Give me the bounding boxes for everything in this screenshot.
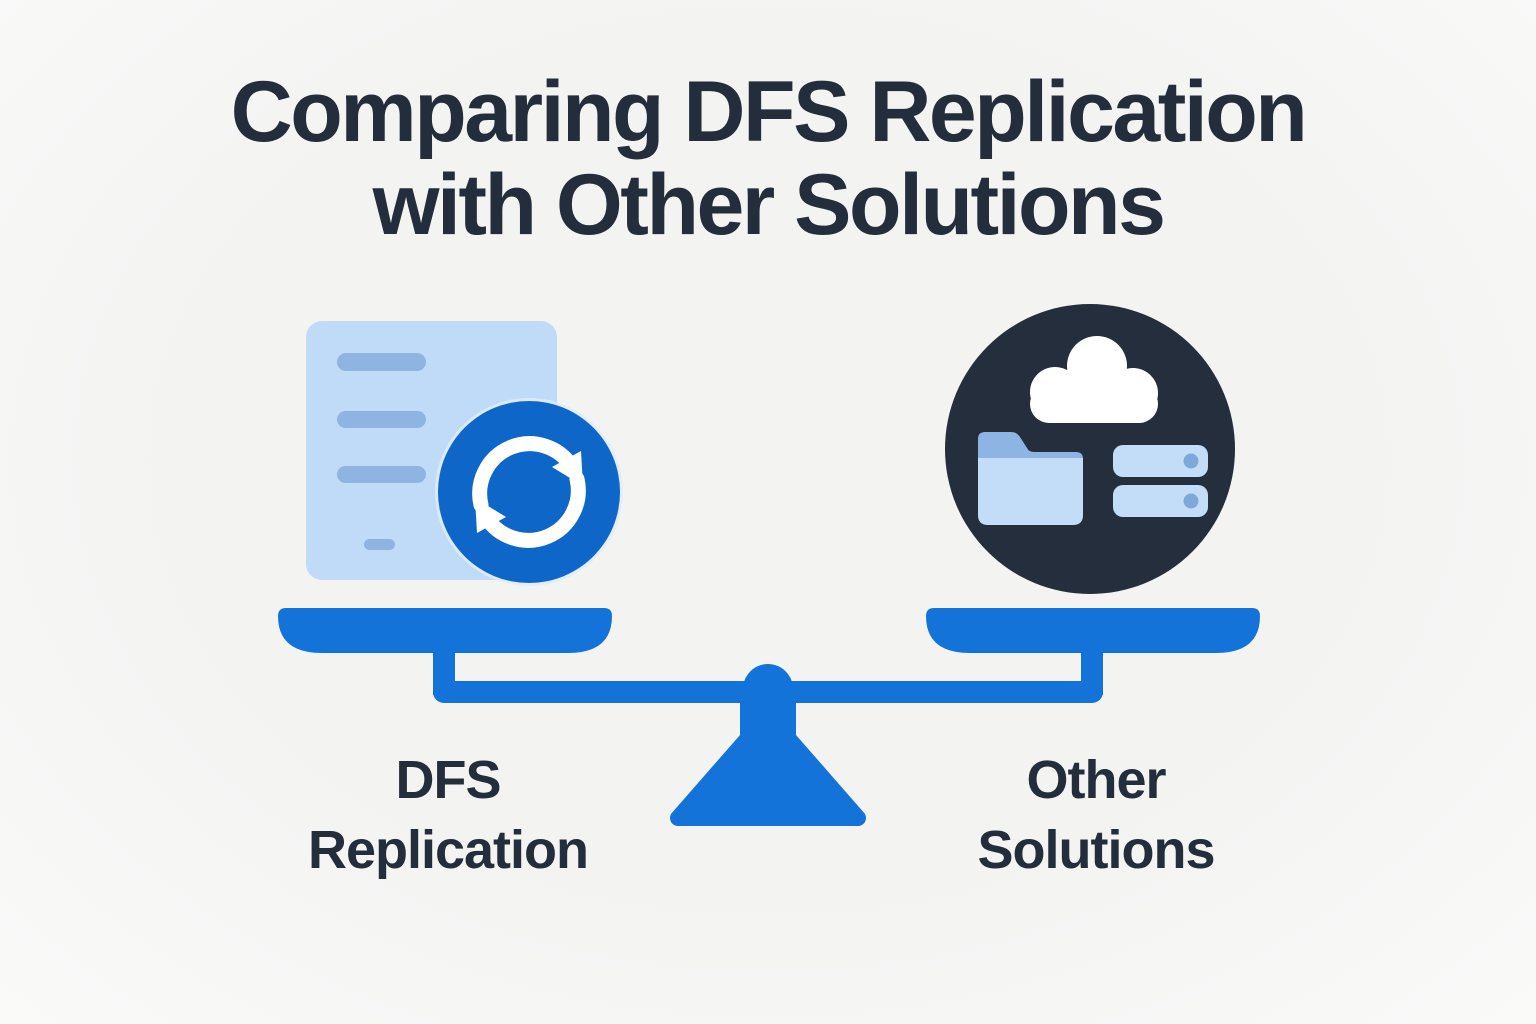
right-label-line-1: Other xyxy=(1026,750,1166,810)
cloud-folder-servers-glyph xyxy=(978,336,1208,525)
title-line-2: with Other Solutions xyxy=(372,156,1166,253)
other-solutions-badge xyxy=(945,304,1235,594)
left-scale-pan xyxy=(278,608,612,653)
right-scale-pan xyxy=(926,608,1260,653)
right-label-line-2: Solutions xyxy=(977,820,1216,881)
left-label: DFS Replication xyxy=(248,745,648,885)
cloud-icon xyxy=(1030,336,1158,423)
left-label-line-2: Replication xyxy=(307,820,589,881)
server-stack-icon xyxy=(1113,445,1208,517)
scale-pedestal xyxy=(670,690,866,826)
document-text-line xyxy=(337,353,426,371)
document-text-line xyxy=(337,411,426,428)
document-text-line-short xyxy=(364,539,395,550)
document-text-line xyxy=(337,466,426,483)
title-line-1: Comparing DFS Replication xyxy=(230,64,1308,160)
left-label-line-1: DFS xyxy=(395,750,502,810)
sync-arrows-glyph xyxy=(472,436,586,548)
sync-arrows-icon xyxy=(438,401,620,583)
folder-icon xyxy=(978,432,1083,525)
